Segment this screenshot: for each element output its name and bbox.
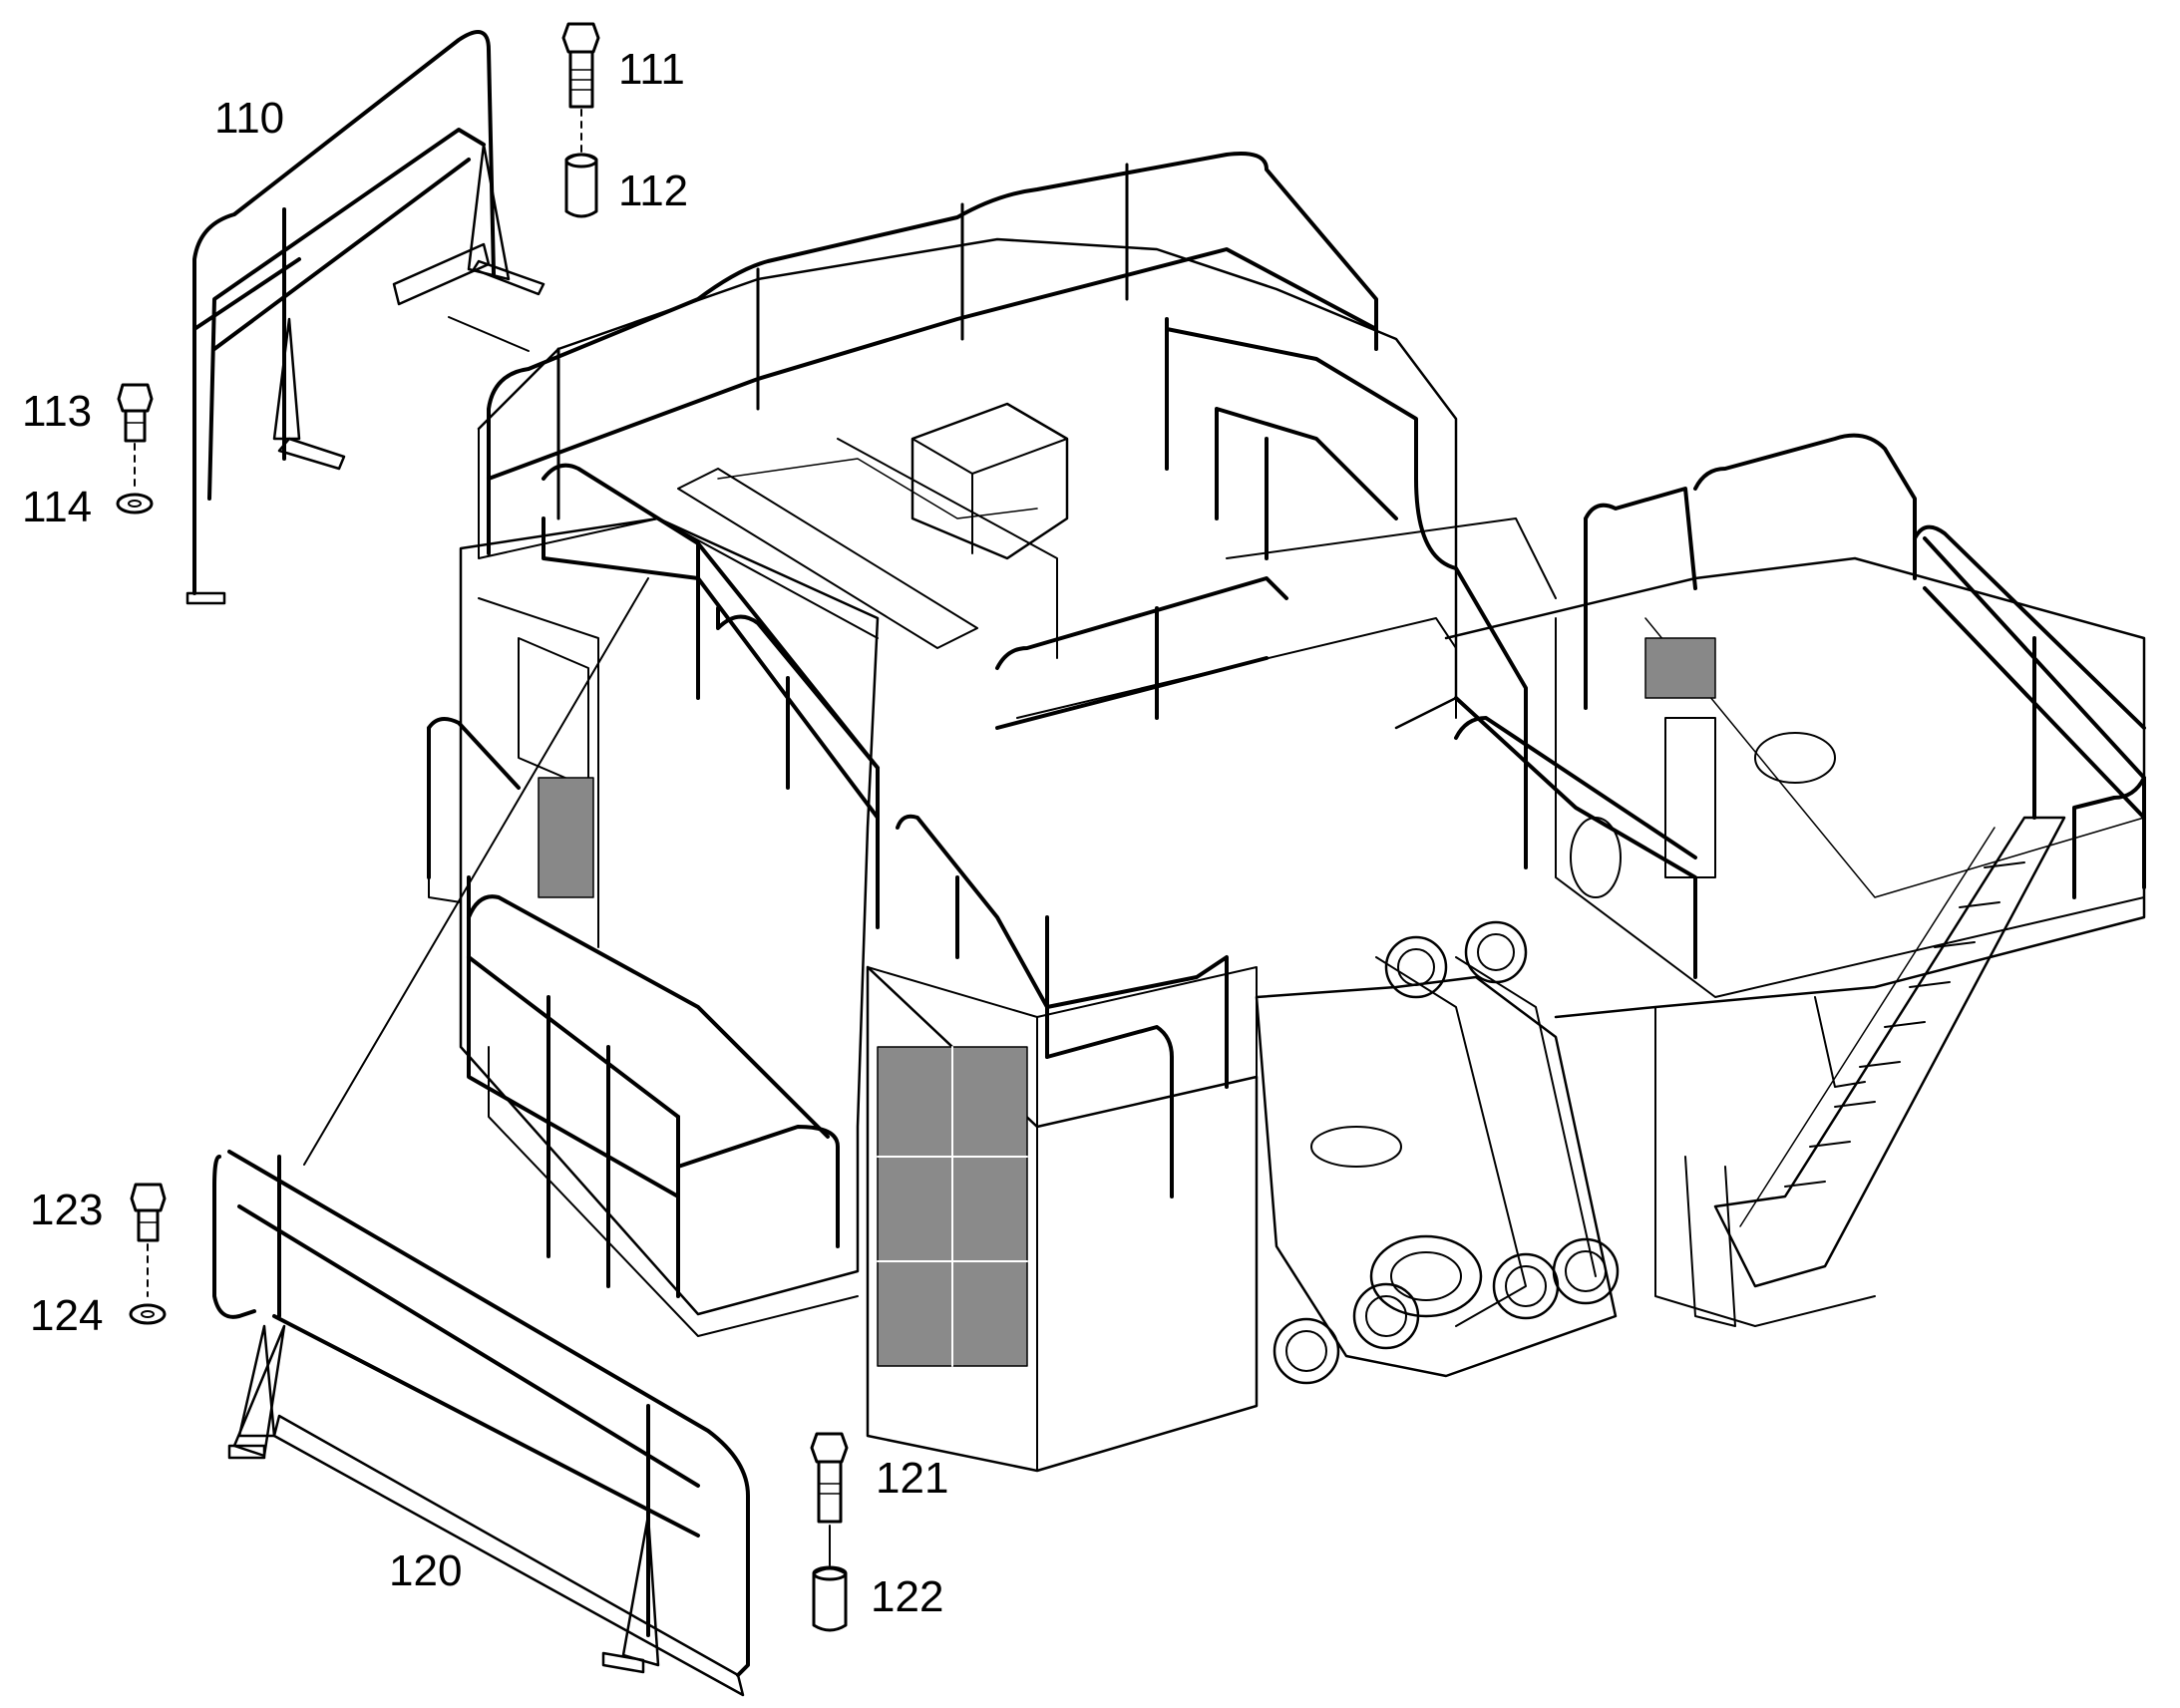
hardware-113-114 xyxy=(116,383,154,514)
callout-124: 124 xyxy=(30,1291,104,1340)
part-110-handrail xyxy=(185,30,545,605)
leader-lines xyxy=(303,316,649,1166)
hardware-123-124 xyxy=(129,1183,167,1325)
machine-handrails xyxy=(427,152,2146,1298)
callout-112: 112 xyxy=(618,167,689,215)
callout-121: 121 xyxy=(876,1454,949,1503)
callout-113: 113 xyxy=(22,387,93,436)
machine-body xyxy=(428,237,2146,1473)
callout-111: 111 xyxy=(618,45,685,94)
callout-110: 110 xyxy=(214,94,285,143)
hardware-121-122 xyxy=(810,1432,849,1632)
part-120-handrail xyxy=(212,1150,750,1697)
callout-122: 122 xyxy=(871,1572,944,1621)
callout-114: 114 xyxy=(22,483,93,531)
callout-120: 120 xyxy=(389,1546,463,1595)
hardware-111-112 xyxy=(561,22,600,218)
callout-123: 123 xyxy=(30,1186,104,1234)
